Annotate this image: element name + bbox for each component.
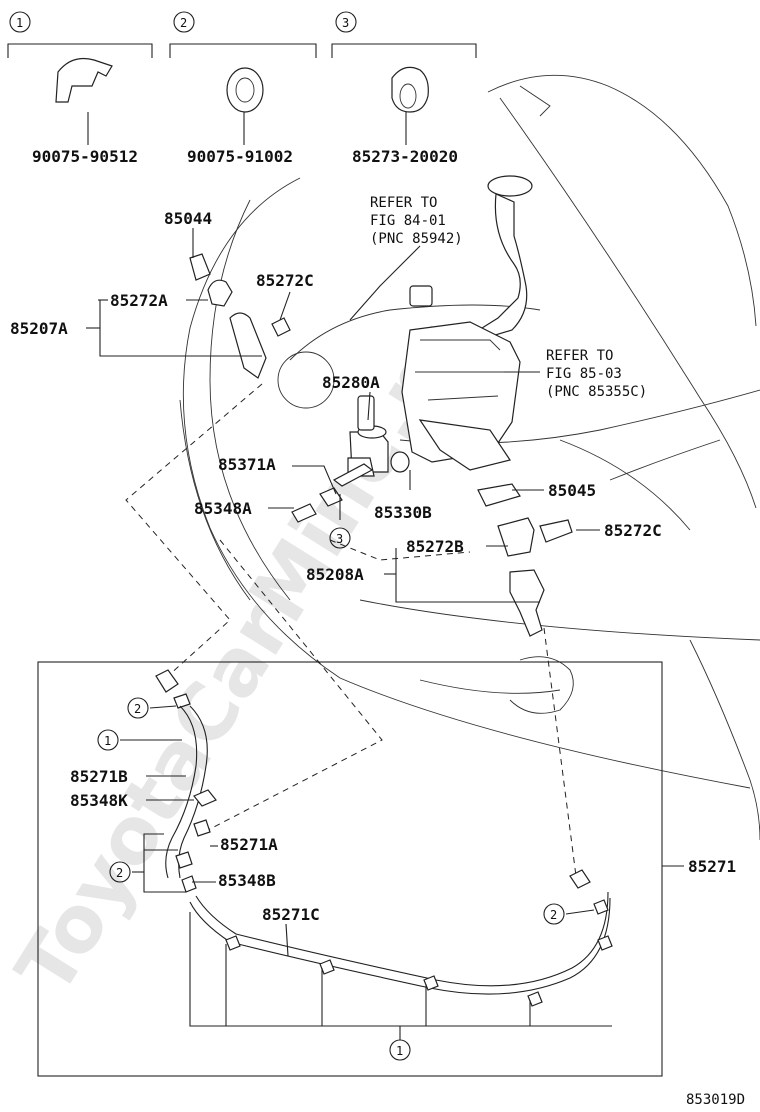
label-85271B: 85271B [70, 767, 128, 786]
label-85208A: 85208A [306, 565, 364, 584]
label-85271A: 85271A [220, 835, 278, 854]
washer-tank [401, 175, 533, 471]
dashed-leaders [125, 383, 577, 877]
refer-note-1-line3: (PNC 85942) [370, 231, 463, 247]
leader-lines [86, 228, 600, 603]
refer-note-1-line1: REFER TO [370, 195, 437, 211]
part-labels: 85044 85272A 85272C 85207A REFER TO FIG … [10, 195, 745, 1108]
label-85371A: 85371A [218, 455, 276, 474]
refer-note-2-line1: REFER TO [546, 348, 613, 364]
label-85044: 85044 [164, 209, 212, 228]
refer-note-2-line3: (PNC 85355C) [546, 384, 647, 400]
label-85348B: 85348B [218, 871, 276, 890]
legend-item-2: 2 90075-91002 [169, 11, 317, 166]
ref-circle-3: 3 [336, 532, 343, 546]
label-85207A: 85207A [10, 319, 68, 338]
refer-note-2-line2: FIG 85-03 [546, 366, 622, 382]
vehicle-body-outline [179, 74, 760, 841]
label-85348A: 85348A [194, 499, 252, 518]
ref-circle-2b: 2 [116, 866, 123, 880]
svg-text:2: 2 [180, 16, 187, 30]
ref-circle-1a: 1 [104, 734, 111, 748]
washer-pump [291, 395, 410, 523]
ref-circle-2a: 2 [134, 702, 141, 716]
legend-item-1: 1 90075-90512 [7, 11, 153, 166]
right-nozzle [477, 483, 573, 637]
hose-kit-box [37, 661, 684, 1077]
label-85272B: 85272B [406, 537, 464, 556]
refer-note-1-line2: FIG 84-01 [370, 213, 446, 229]
figure-number: 853019D [686, 1092, 745, 1108]
label-85045: 85045 [548, 481, 596, 500]
label-85272C-mid: 85272C [604, 521, 662, 540]
label-85330B: 85330B [374, 503, 432, 522]
ref-circle-2c: 2 [550, 908, 557, 922]
left-nozzle [189, 253, 291, 379]
svg-text:3: 3 [342, 16, 349, 30]
label-85280A: 85280A [322, 373, 380, 392]
legend-item-3: 3 85273-20020 [331, 11, 477, 166]
svg-text:90075-90512: 90075-90512 [32, 147, 138, 166]
label-85272C-top: 85272C [256, 271, 314, 290]
label-85272A: 85272A [110, 291, 168, 310]
svg-text:90075-91002: 90075-91002 [187, 147, 293, 166]
ref-circle-1b: 1 [396, 1044, 403, 1058]
label-85271C: 85271C [262, 905, 320, 924]
svg-text:1: 1 [16, 16, 23, 30]
label-85271: 85271 [688, 857, 736, 876]
callout-circles: 3 2 1 2 2 1 [97, 527, 565, 1061]
svg-text:85273-20020: 85273-20020 [352, 147, 458, 166]
label-85348K: 85348K [70, 791, 128, 810]
